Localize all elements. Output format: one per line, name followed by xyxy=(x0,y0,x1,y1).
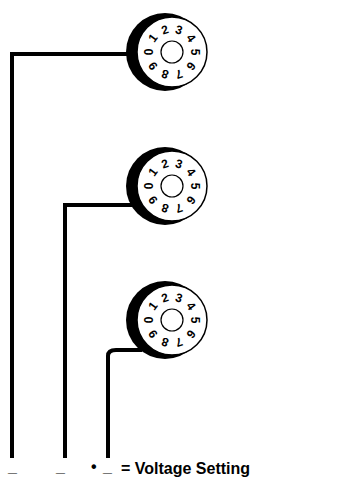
dial-digit: 5 xyxy=(189,183,201,190)
dial-digit: 0 xyxy=(143,183,155,190)
switch-dial xyxy=(137,17,207,87)
dial-digit: 0 xyxy=(143,317,155,324)
switch-dial xyxy=(137,151,207,221)
setting-label: _ xyxy=(8,458,17,476)
dial-digit: 5 xyxy=(189,317,201,324)
setting-label: = Voltage Setting xyxy=(121,460,250,478)
leader-line xyxy=(12,54,128,458)
switch-dial xyxy=(137,285,207,355)
rotary-switch: 0123456789 xyxy=(132,280,212,360)
setting-label: _ xyxy=(103,458,112,476)
leader-line xyxy=(65,205,133,458)
rotary-switch: 0123456789 xyxy=(132,12,212,92)
setting-label: _ xyxy=(56,458,65,476)
switch-knob xyxy=(161,309,183,331)
setting-label: • xyxy=(91,458,97,476)
dial-digit: 0 xyxy=(143,49,155,56)
leader-line xyxy=(108,350,142,458)
switch-knob xyxy=(161,41,183,63)
switch-knob xyxy=(161,175,183,197)
dial-digit: 5 xyxy=(189,49,201,56)
rotary-switch: 0123456789 xyxy=(132,146,212,226)
